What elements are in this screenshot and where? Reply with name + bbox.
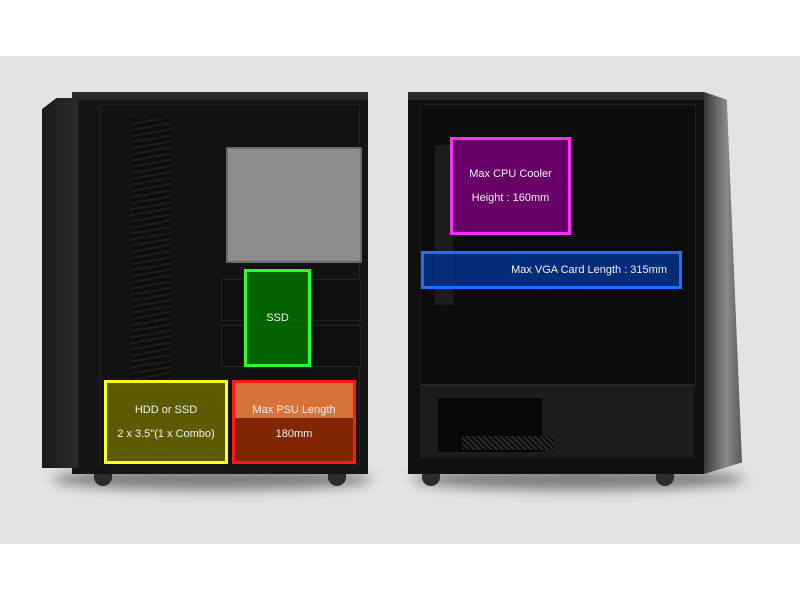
vga-length-annotation: Max VGA Card Length : 315mm bbox=[421, 251, 682, 289]
case-foot bbox=[422, 474, 440, 486]
psu-length-value: 180mm bbox=[275, 428, 313, 440]
psu-length-annotation: Max PSU Length 180mm bbox=[232, 380, 356, 464]
case-top-rim bbox=[72, 92, 368, 100]
case-foot bbox=[656, 474, 674, 486]
psu-shroud bbox=[420, 384, 694, 458]
psu-window bbox=[438, 398, 554, 452]
psu-mesh bbox=[462, 436, 554, 450]
ssd-label: SSD bbox=[266, 312, 289, 324]
cpu-cooler-label: Max CPU Cooler bbox=[469, 168, 552, 180]
ssd-annotation: SSD bbox=[244, 269, 311, 367]
case-top-rim bbox=[408, 92, 704, 100]
hdd-annotation: HDD or SSD 2 x 3.5"(1 x Combo) bbox=[104, 380, 228, 464]
hdd-label: HDD or SSD bbox=[134, 404, 198, 416]
psu-length-label: Max PSU Length bbox=[252, 404, 336, 416]
cpu-cooler-annotation: Max CPU Cooler Height : 160mm bbox=[450, 137, 571, 235]
case-foot bbox=[328, 474, 346, 486]
hdd-capacity: 2 x 3.5"(1 x Combo) bbox=[117, 428, 215, 440]
case-foot bbox=[94, 474, 112, 486]
case-front-panel bbox=[42, 98, 78, 468]
cable-bundle bbox=[131, 119, 171, 379]
cpu-cooler-height: Height : 160mm bbox=[471, 192, 550, 204]
cpu-backplate-cutout bbox=[226, 147, 362, 263]
vga-length-label: Max VGA Card Length : 315mm bbox=[511, 264, 667, 276]
